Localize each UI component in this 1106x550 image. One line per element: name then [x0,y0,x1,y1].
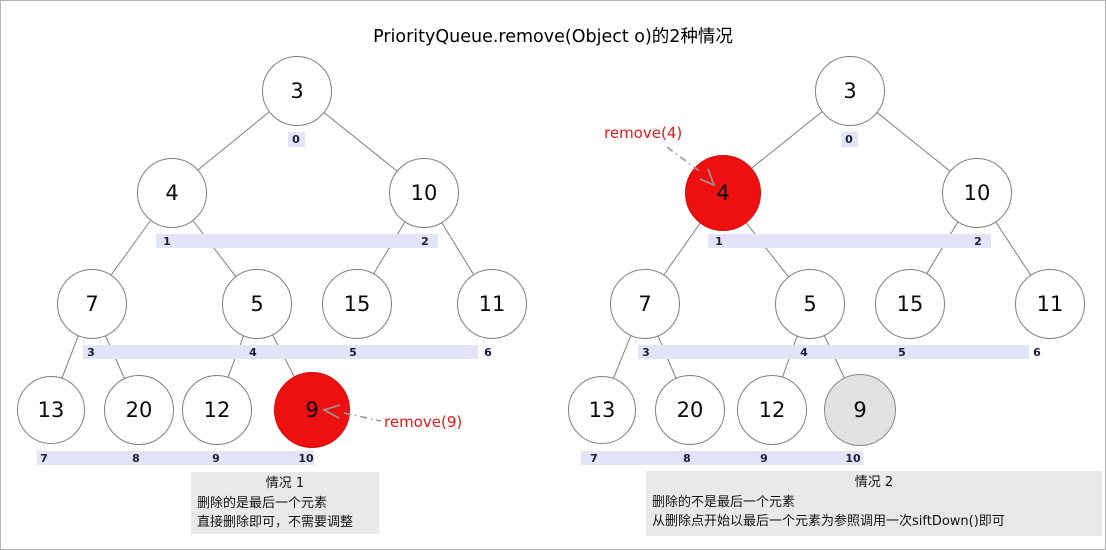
remove-call-label: remove(9) [384,413,463,431]
heap-node: 7 [57,269,127,339]
case1-caption: 情况 1 删除的是最后一个元素 直接删除即可，不需要调整 [191,472,379,534]
index-label: 1 [715,235,723,248]
index-label: 0 [292,133,300,146]
heap-node: 13 [17,376,85,444]
index-bar [83,345,478,359]
heap-node: 4 [137,158,207,228]
heap-node: 3 [262,56,332,126]
case1-caption-line2: 直接删除即可，不需要调整 [197,515,354,530]
index-label: 5 [349,346,357,359]
index-label: 0 [845,133,853,146]
index-label: 7 [590,452,598,465]
heap-node-removed-red: 4 [685,155,761,231]
index-label: 5 [898,346,906,359]
case1-edges [49,89,492,410]
index-label: 3 [642,346,650,359]
index-label: 9 [760,452,768,465]
heap-node: 5 [775,269,845,339]
diagram-title: PriorityQueue.remove(Object o)的2种情况 [373,27,733,47]
index-label: 4 [800,346,808,359]
heap-node: 10 [942,158,1012,228]
index-label: 2 [974,235,982,248]
index-label: 4 [249,346,257,359]
heap-node: 11 [1015,269,1085,339]
index-label: 7 [40,452,48,465]
heap-node: 13 [568,376,636,444]
index-label: 8 [132,452,140,465]
index-label: 3 [87,346,95,359]
case2-caption-line2: 从删除点开始以最后一个元素为参照调用一次siftDown()即可 [652,514,1005,529]
remove-call-label: remove(4) [604,124,683,142]
heap-node: 10 [389,158,459,228]
index-label: 2 [421,235,429,248]
heap-node: 3 [815,56,885,126]
index-label: 10 [298,452,314,465]
heap-node: 20 [655,375,725,445]
case1-caption-title: 情况 1 [265,476,305,491]
case2-caption: 情况 2 删除的不是最后一个元素 从删除点开始以最后一个元素为参照调用一次sif… [646,471,1102,536]
index-bar [156,234,438,248]
heap-node: 12 [182,375,252,445]
index-label: 1 [163,235,171,248]
index-badge [288,132,305,147]
case2-caption-line1: 删除的不是最后一个元素 [652,494,796,510]
index-label: 10 [845,452,861,465]
heap-node: 20 [104,375,174,445]
heap-node-reference-gray: 9 [824,374,896,446]
index-label: 8 [683,452,691,465]
index-label: 9 [212,452,220,465]
index-bar [638,345,1029,359]
heap-node: 15 [322,269,392,339]
heap-node: 11 [457,269,527,339]
index-badge [841,132,858,147]
index-label: 6 [484,346,492,359]
index-bar [708,234,991,248]
index-label: 6 [1033,346,1041,359]
index-bar [37,451,314,465]
heap-node: 15 [875,269,945,339]
heap-node: 7 [610,269,680,339]
heap-node-removed-red: 9 [274,372,350,448]
heap-node: 5 [222,269,292,339]
case1-caption-line1: 删除的是最后一个元素 [197,495,328,511]
heap-node: 12 [737,375,807,445]
index-bar [581,451,863,465]
case2-caption-title: 情况 2 [854,475,894,490]
